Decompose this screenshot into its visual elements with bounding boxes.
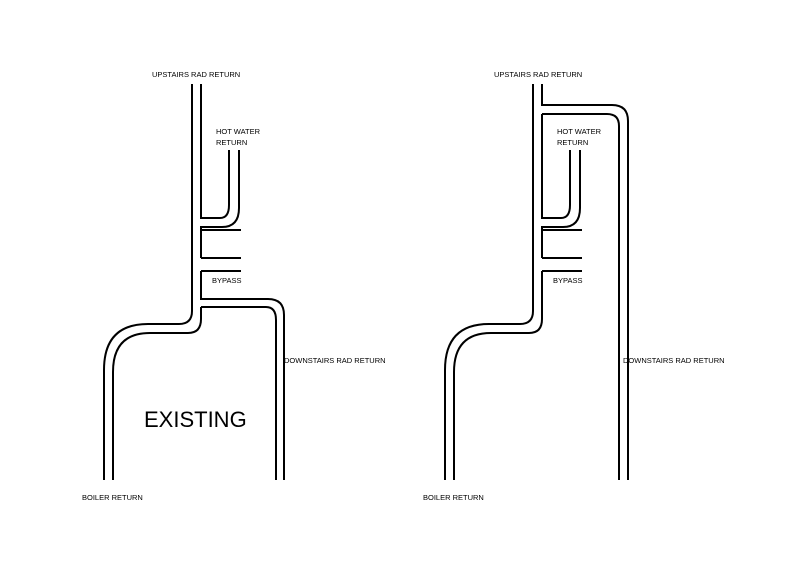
existing-main-riser-outer-wall [103, 84, 193, 480]
proposed-main-riser-inner-wall [541, 84, 629, 480]
existing-hot-water-label-line2: RETURN [216, 138, 247, 147]
existing-bypass-pipe-lower [200, 271, 241, 300]
proposed-hot-water-return-inner-wall [541, 114, 571, 219]
proposed-boiler-return-label: BOILER RETURN [423, 493, 484, 502]
proposed-upstairs-rad-return-label: UPSTAIRS RAD RETURN [494, 70, 582, 79]
existing-main-riser-inner-wall [200, 84, 230, 219]
proposed-hot-water-return-pipe [541, 150, 581, 258]
existing-downstairs-rad-return-pipe [201, 306, 277, 480]
proposed-pipes [444, 84, 629, 480]
proposed-downstairs-rad-return-pipe [542, 113, 620, 480]
existing-downstairs-return-outer [112, 307, 202, 480]
proposed-downstairs-rad-return-label: DOWNSTAIRS RAD RETURN [623, 356, 725, 365]
existing-downstairs-return-right-wall [241, 298, 285, 480]
existing-downstairs-rad-return-label: DOWNSTAIRS RAD RETURN [284, 356, 386, 365]
existing-boiler-return-label: BOILER RETURN [82, 493, 143, 502]
proposed-layout: UPSTAIRS RAD RETURN HOT WATER RETURN BYP… [423, 70, 725, 502]
existing-layout: UPSTAIRS RAD RETURN HOT WATER RETURN BYP… [82, 70, 386, 502]
existing-upstairs-rad-return-label: UPSTAIRS RAD RETURN [152, 70, 240, 79]
existing-pipes [103, 84, 285, 480]
proposed-bypass-pipe-lower [453, 271, 543, 480]
proposed-hot-water-label-line2: RETURN [557, 138, 588, 147]
existing-hot-water-label-line1: HOT WATER [216, 127, 261, 136]
existing-title: EXISTING [144, 407, 247, 432]
proposed-bypass-label: BYPASS [553, 276, 582, 285]
proposed-main-riser-outer-wall [444, 84, 534, 480]
existing-bypass-label: BYPASS [212, 276, 241, 285]
existing-hot-water-return-pipe [200, 150, 240, 258]
proposed-hot-water-label-line1: HOT WATER [557, 127, 602, 136]
